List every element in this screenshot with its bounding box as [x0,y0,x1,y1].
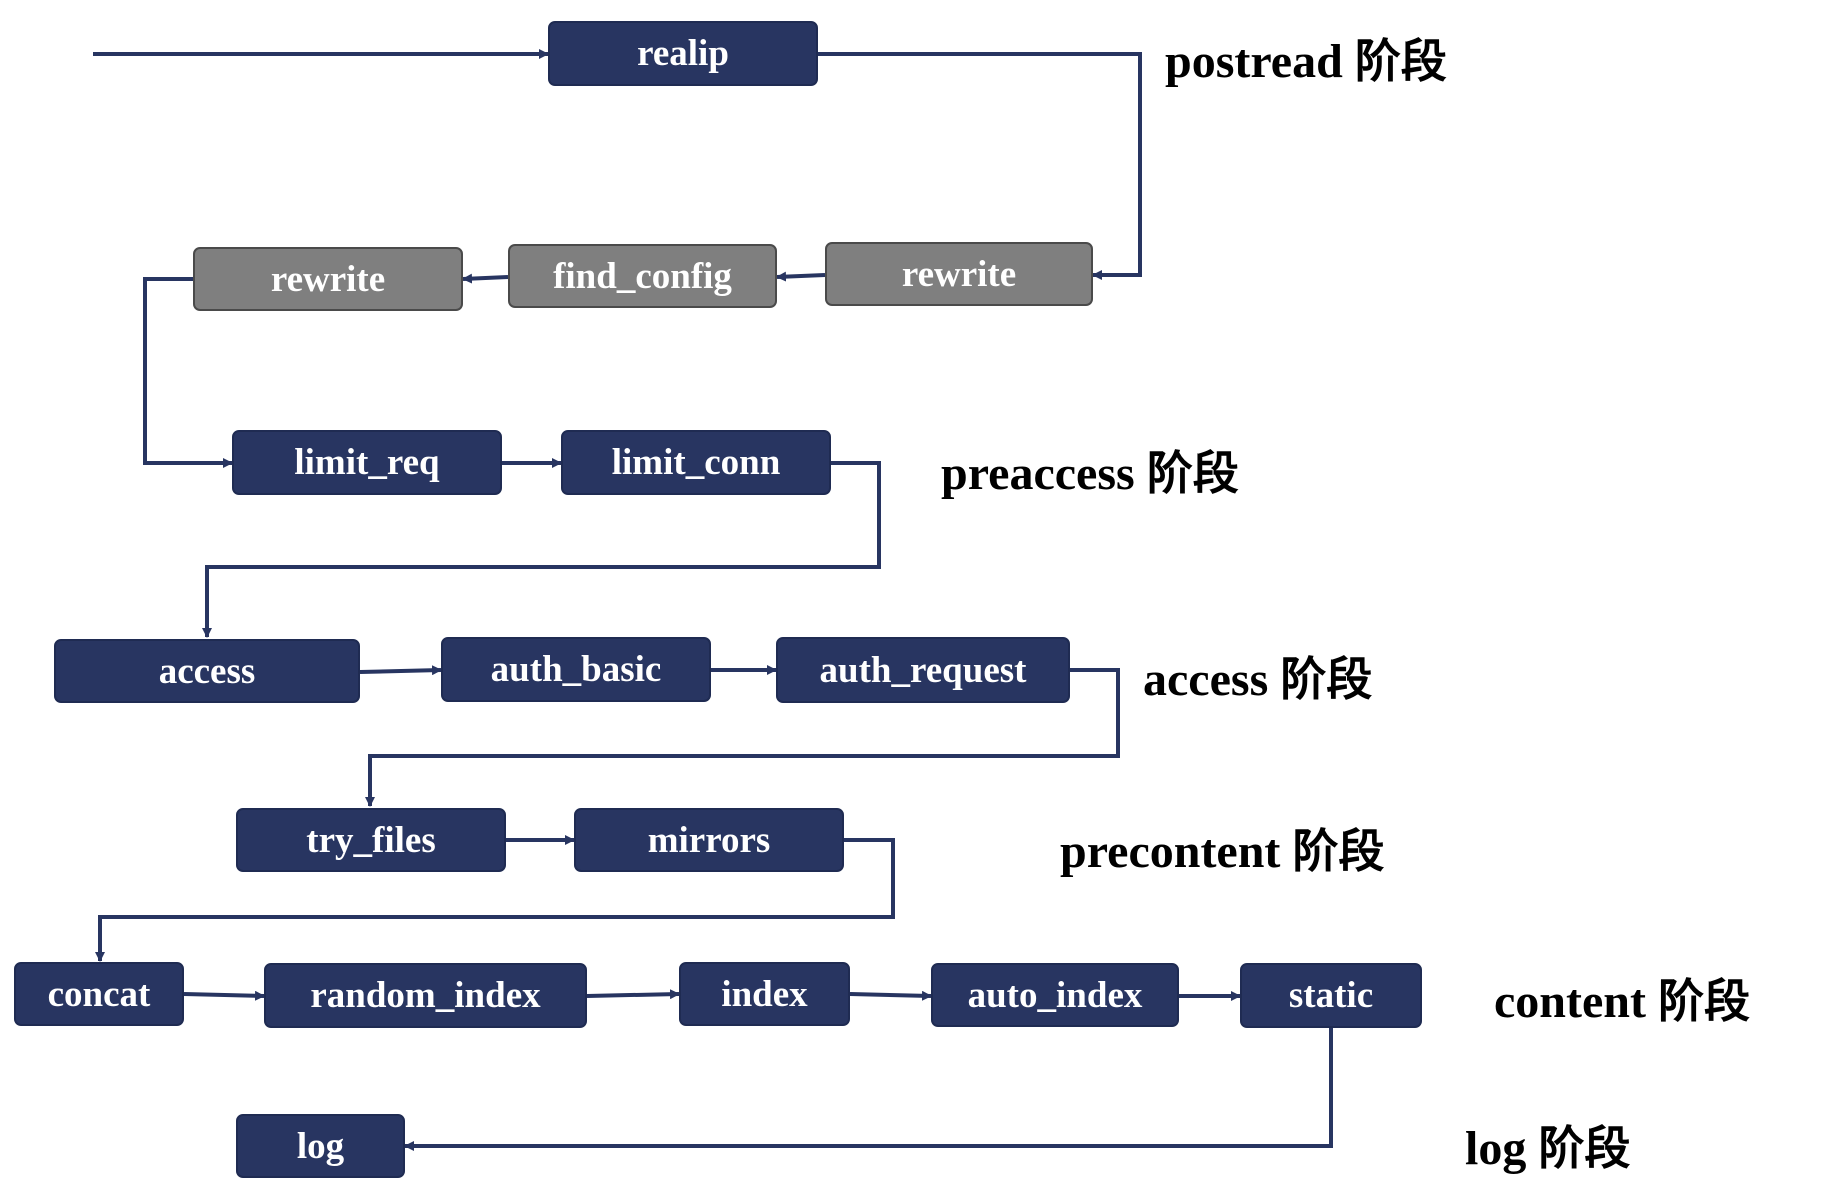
arrow-static-to-log [404,1028,1333,1151]
phase-name: content [1494,975,1646,1028]
arrow-mirrors-to-concat [95,838,895,962]
node-limit-conn: limit_conn [561,430,831,495]
arrow-limit-conn-to-access [202,461,881,638]
phase-suffix: 阶段 [1657,974,1750,1028]
phase-label-postread: postread 阶段 [1165,25,1447,91]
phase-name: access [1143,653,1269,706]
arrow-concat-to-random-index [183,990,265,1001]
arrow-index-to-auto-index [849,990,932,1001]
node-mirrors: mirrors [574,808,844,872]
arrow-auth-request-to-try-files [365,668,1120,807]
phase-label-precontent: precontent 阶段 [1060,815,1384,881]
node-random-index: random_index [264,963,587,1028]
arrow-realip-to-rewrite [818,52,1142,280]
phase-suffix: 阶段 [1146,446,1239,500]
phase-name: log [1465,1122,1527,1175]
phase-suffix: 阶段 [1354,34,1447,88]
phase-label-log: log 阶段 [1465,1112,1630,1178]
phase-label-content: content 阶段 [1494,965,1750,1031]
node-find-config: find_config [508,244,777,308]
phase-suffix: 阶段 [1280,652,1373,706]
node-log: log [236,1114,405,1178]
arrow-rewrite-to-limit-req [143,277,233,468]
node-concat: concat [14,962,184,1026]
arrow-rewrite-to-find-config [776,271,826,282]
node-access: access [54,639,360,703]
phase-name: postread [1165,35,1343,88]
node-auto-index: auto_index [931,963,1179,1027]
phase-suffix: 阶段 [1292,824,1385,878]
node-try-files: try_files [236,808,506,872]
node-auth-basic: auth_basic [441,637,711,702]
phase-name: preaccess [941,447,1135,500]
phase-suffix: 阶段 [1538,1121,1631,1175]
phase-name: precontent [1060,825,1281,878]
node-realip: realip [548,21,818,86]
node-limit-req: limit_req [232,430,502,495]
arrow-find-config-to-rewrite [462,273,509,284]
phase-label-access: access 阶段 [1143,643,1372,709]
phase-label-preaccess: preaccess 阶段 [941,437,1239,503]
node-rewrite-location: rewrite [193,247,463,311]
node-index: index [679,962,850,1026]
node-auth-request: auth_request [776,637,1070,703]
node-rewrite-server: rewrite [825,242,1093,306]
arrow-random-index-to-index [586,989,680,1000]
node-static: static [1240,963,1422,1028]
arrow-access-to-auth-basic [359,665,442,676]
